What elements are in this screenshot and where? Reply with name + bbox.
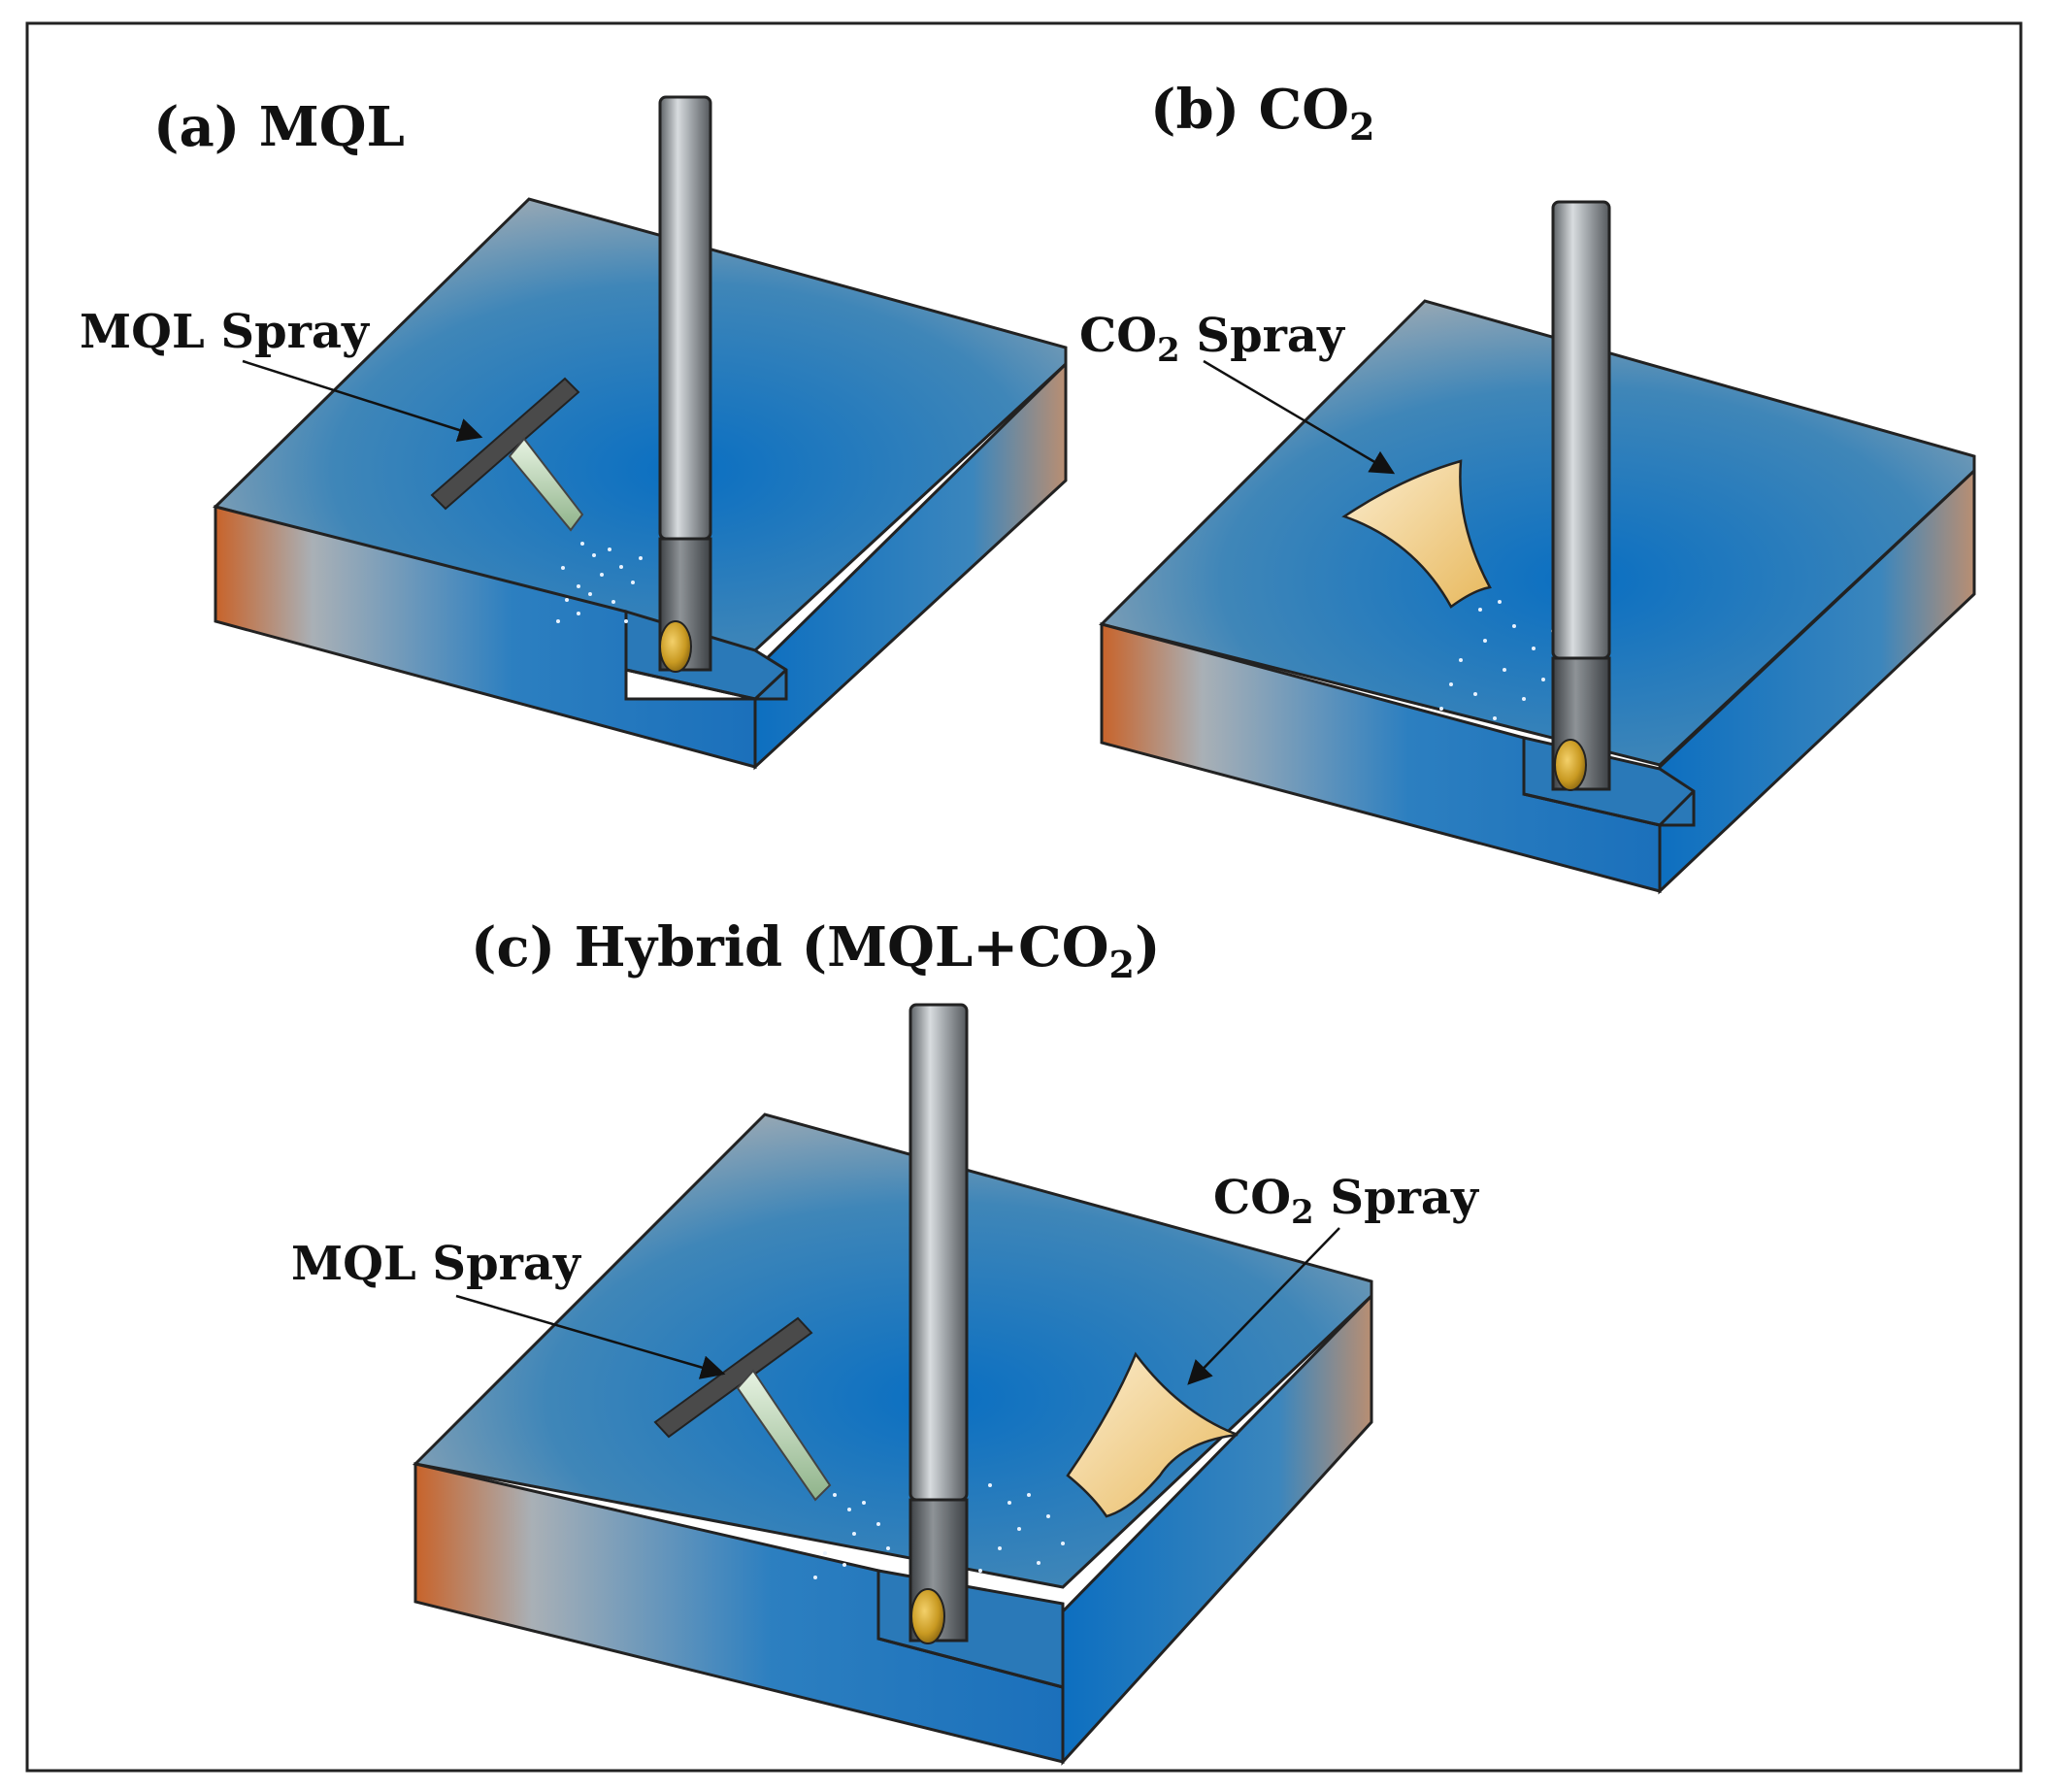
panel-c-mql-callout: MQL Spray	[291, 1237, 582, 1291]
end-mill-icon	[1551, 200, 1611, 791]
panel-c-co2-callout: CO2 Spray	[1213, 1171, 1480, 1232]
panel-c-co2-arrow	[1187, 1227, 1340, 1385]
panel-c-title-main: (c) Hybrid (MQL+CO	[471, 915, 1109, 979]
panel-c-title: (c) Hybrid (MQL+CO2)	[471, 915, 1161, 986]
panel-b-co2-callout: CO2 Spray	[1079, 309, 1346, 370]
panel-c: (c) Hybrid (MQL+CO2) MQL Spray CO2 Spray	[291, 915, 1480, 1766]
panel-c-title-subscript: 2	[1109, 943, 1135, 986]
end-mill-icon	[908, 1003, 969, 1644]
panel-b-title: (b) CO2	[1150, 78, 1374, 149]
panel-a-mql-arrow	[242, 359, 483, 443]
panel-c-callout-spray: Spray	[1314, 1171, 1480, 1225]
panel-c-callout-subscript: 2	[1291, 1193, 1314, 1232]
mql-nozzle-icon	[430, 377, 584, 532]
co2-nozzle-icon	[1066, 1351, 1239, 1518]
panel-a-mql-callout: MQL Spray	[80, 305, 371, 359]
panel-a-title: (a) MQL	[153, 95, 405, 159]
panel-c-mql-arrow	[455, 1294, 726, 1379]
spray-particles-icon	[813, 1483, 1065, 1579]
panel-b: (b) CO2 CO2 Spray	[1079, 78, 1976, 895]
workpiece-block-icon	[1099, 299, 1976, 895]
mql-nozzle-icon	[653, 1316, 832, 1502]
spray-particles-icon	[556, 542, 643, 623]
co2-nozzle-icon	[1341, 459, 1492, 609]
panel-c-title-close: )	[1135, 915, 1161, 979]
panel-b-co2-arrow	[1203, 359, 1396, 475]
panel-a: (a) MQL MQL Spray	[80, 95, 1068, 771]
panel-b-callout-subscript: 2	[1157, 331, 1180, 370]
panel-b-callout-spray: Spray	[1180, 309, 1346, 363]
panel-b-callout-co: CO	[1079, 309, 1157, 363]
panel-b-title-main: (b) CO	[1150, 78, 1349, 142]
panel-c-callout-co: CO	[1213, 1171, 1291, 1225]
end-mill-icon	[658, 95, 712, 673]
panel-b-title-subscript: 2	[1349, 105, 1374, 149]
